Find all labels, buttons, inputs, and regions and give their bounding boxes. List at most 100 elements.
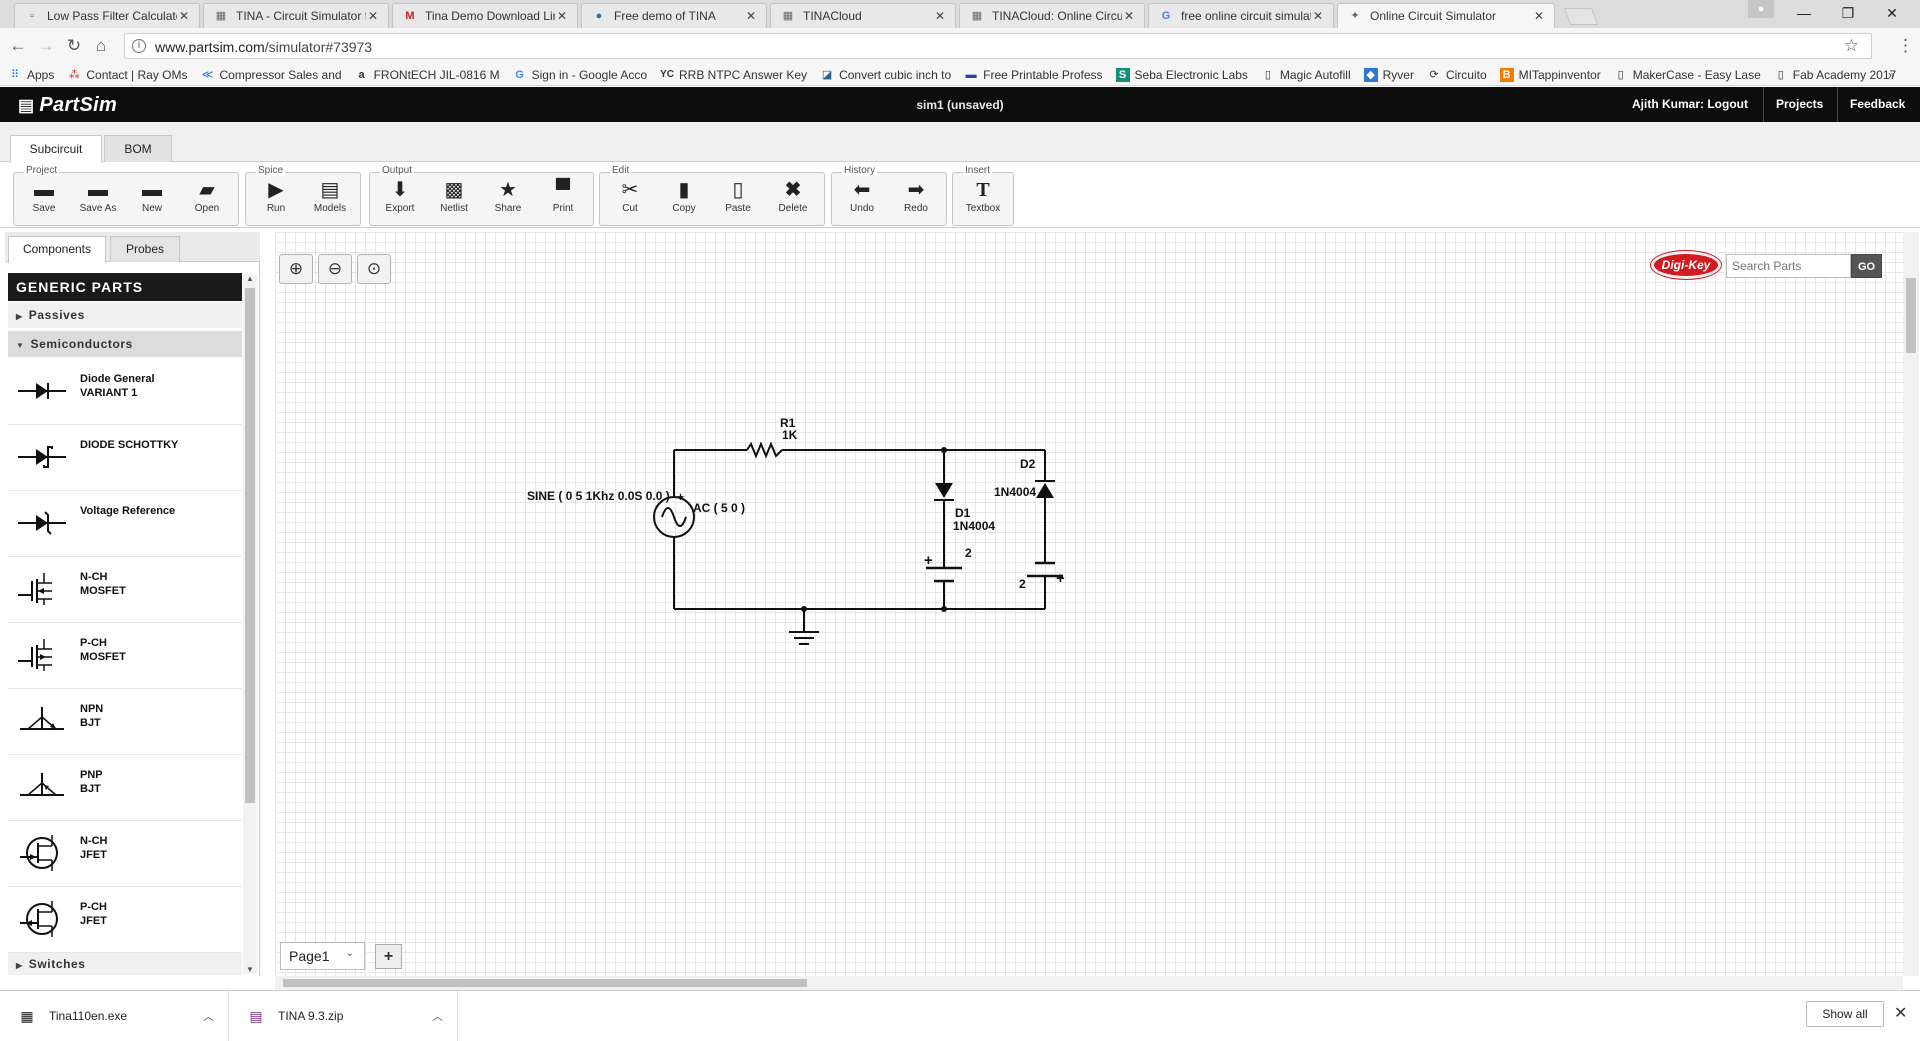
delete-button[interactable]: ✖Delete [766,177,820,223]
zoom-in-button[interactable]: ⊕ [279,254,313,284]
chevron-down-icon[interactable]: ⌄ [345,948,354,959]
panel-scrollbar[interactable]: ▲ ▼ [243,274,257,974]
projects-link[interactable]: Projects [1763,87,1835,122]
share-button[interactable]: ★Share [481,177,535,223]
horizontal-scrollbar-thumb[interactable] [283,979,807,987]
category-switches[interactable]: ▶Switches [8,953,242,975]
maximize-icon[interactable]: ❐ [1841,5,1855,21]
category-passives[interactable]: ▶Passives [8,302,242,328]
component-diode-schottky[interactable]: DIODE SCHOTTKY [8,425,242,491]
bookmark-item[interactable]: ⟳Circuito [1427,68,1486,82]
resistor-r1[interactable] [746,441,783,459]
partsim-logo[interactable]: ▤PartSim [18,94,118,116]
tab-subcircuit[interactable]: Subcircuit [10,135,102,163]
paste-button[interactable]: ▯Paste [711,177,765,223]
forward-icon[interactable]: → [37,36,55,55]
browser-tab[interactable]: ▦TINA - Circuit Simulator f✕ [203,3,389,28]
netlist-button[interactable]: ▩Netlist [427,177,481,223]
info-icon[interactable]: i [132,39,146,53]
models-button[interactable]: ▤Models [303,177,357,223]
bookmark-star-icon[interactable]: ☆ [1843,36,1859,55]
bookmark-item[interactable]: ◪Convert cubic inch to [821,67,952,82]
print-button[interactable]: ▀Print [536,177,590,223]
save-button[interactable]: ▬Save [17,177,71,223]
run-button[interactable]: ▶Run [249,177,303,223]
bookmark-item[interactable]: ▯Magic Autofill [1261,68,1351,82]
menu-icon[interactable]: ⋮ [1897,36,1914,55]
scroll-down-icon[interactable]: ▼ [246,965,254,974]
horizontal-scrollbar[interactable] [275,976,1903,990]
reload-icon[interactable]: ↻ [66,36,82,55]
undo-button[interactable]: ⬅Undo [835,177,889,223]
browser-tab[interactable]: ▦TINACloud✕ [770,3,956,28]
scroll-up-icon[interactable]: ▲ [246,274,254,283]
back-icon[interactable]: ← [9,36,27,55]
bookmark-item[interactable]: ▬Free Printable Profess [965,67,1103,82]
logout-link[interactable]: Ajith Kumar: Logout [1632,97,1748,111]
add-page-button[interactable]: + [375,944,402,969]
chevron-up-icon[interactable]: ︿ [432,1011,443,1023]
minimize-icon[interactable]: — [1797,5,1811,21]
open-button[interactable]: ▰Open [180,177,234,223]
close-icon[interactable]: ✕ [556,9,568,23]
new-tab-button[interactable] [1563,8,1599,25]
close-icon[interactable]: ✕ [1312,9,1324,23]
save-as-button[interactable]: ▬Save As [71,177,125,223]
tab-probes[interactable]: Probes [110,236,180,262]
bookmark-item[interactable]: ▯MakerCase - Easy Lase [1614,68,1761,82]
close-icon[interactable]: ✕ [934,9,946,23]
diode-d1[interactable] [935,483,953,498]
browser-tab[interactable]: ▦TINACloud: Online Circuit✕ [959,3,1145,28]
feedback-link[interactable]: Feedback [1837,87,1917,122]
category-semiconductors[interactable]: ▼Semiconductors [8,331,242,357]
schematic-canvas[interactable]: ⊕ ⊖ ⊙ Digi-Key GO [275,232,1903,976]
close-icon[interactable]: ✕ [1123,9,1135,23]
browser-tab[interactable]: ●Free demo of TINA✕ [581,3,767,28]
close-icon[interactable]: ✕ [367,9,379,23]
window-close-icon[interactable]: ✕ [1886,5,1898,21]
close-icon[interactable]: ✕ [745,9,757,23]
zoom-out-button[interactable]: ⊖ [318,254,352,284]
export-button[interactable]: ⬇Export [373,177,427,223]
close-icon[interactable]: ✕ [178,9,190,23]
search-go-button[interactable]: GO [1851,254,1882,278]
browser-tab[interactable]: ▫Low Pass Filter Calculator✕ [14,3,200,28]
digikey-logo[interactable]: Digi-Key [1651,251,1721,279]
show-all-button[interactable]: Show all [1806,1001,1884,1027]
bookmark-item[interactable]: ◆Ryver [1363,67,1414,82]
profile-icon[interactable]: ● [1748,0,1774,18]
tab-components[interactable]: Components [8,236,106,263]
search-parts-input[interactable] [1726,254,1851,278]
tab-bom[interactable]: BOM [104,135,172,162]
download-item[interactable]: ▤TINA 9.3.zip︿ [229,991,458,1041]
download-item[interactable]: ▦Tina110en.exe︿ [0,991,229,1041]
diode-d2[interactable] [1036,483,1054,498]
close-downloads-icon[interactable]: ✕ [1894,1005,1908,1022]
zoom-fit-button[interactable]: ⊙ [357,254,391,284]
bookmark-apps[interactable]: ⠿Apps [8,68,54,82]
vertical-scrollbar[interactable] [1903,232,1919,976]
sine-source[interactable] [653,496,695,538]
vertical-scrollbar-thumb[interactable] [1906,278,1916,353]
page-tab[interactable]: Page1⌄ [280,942,365,970]
bookmark-item[interactable]: ⁂Contact | Ray OMs [68,67,188,82]
chevron-up-icon[interactable]: ︿ [203,1011,214,1023]
redo-button[interactable]: ➡Redo [889,177,943,223]
copy-button[interactable]: ▮Copy [657,177,711,223]
cut-button[interactable]: ✂Cut [603,177,657,223]
panel-scrollbar-thumb[interactable] [245,288,255,803]
